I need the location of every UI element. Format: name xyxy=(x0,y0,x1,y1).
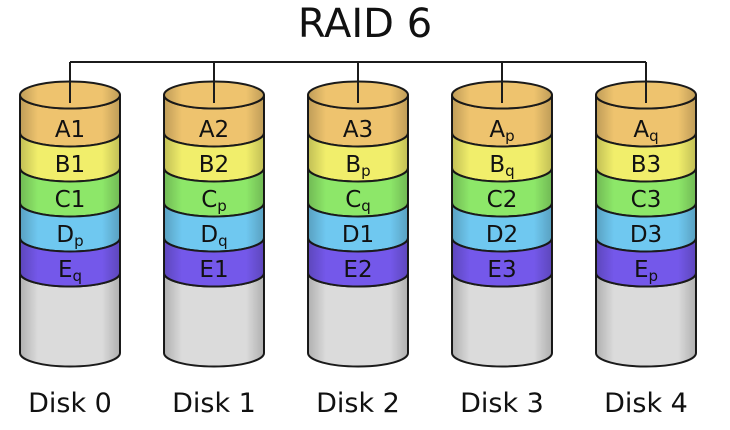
block-label: A3 xyxy=(343,117,373,143)
block-label: A2 xyxy=(199,117,229,143)
block-label: B3 xyxy=(631,152,661,178)
block-label: Dp xyxy=(56,222,83,250)
block-label: Aq xyxy=(633,117,658,145)
block-label: B1 xyxy=(55,152,85,178)
disk-label-0: Disk 0 xyxy=(28,388,112,419)
cylinder-shading xyxy=(596,81,696,367)
block-label: C1 xyxy=(55,187,86,213)
block-label: Cp xyxy=(201,187,227,215)
block-label: D2 xyxy=(486,222,518,248)
bus-connector-lines xyxy=(69,61,647,103)
block-label: C2 xyxy=(487,187,518,213)
block-label: E1 xyxy=(199,257,228,283)
block-label: A1 xyxy=(55,117,85,143)
block-label: D1 xyxy=(342,222,374,248)
block-label: D3 xyxy=(630,222,662,248)
cylinder-shading xyxy=(20,81,120,367)
cylinder-shading xyxy=(452,81,552,367)
diagram-title: RAID 6 xyxy=(297,1,433,47)
block-label: E2 xyxy=(343,257,372,283)
block-label: C3 xyxy=(631,187,662,213)
block-label: Ap xyxy=(489,117,514,145)
block-label: E3 xyxy=(487,257,516,283)
block-label: Bq xyxy=(489,152,514,180)
cylinder-shading xyxy=(164,81,264,367)
block-label: B2 xyxy=(199,152,229,178)
cylinder-shading xyxy=(308,81,408,367)
disk-label-1: Disk 1 xyxy=(172,388,256,419)
disk-label-4: Disk 4 xyxy=(604,388,688,419)
disk-label-2: Disk 2 xyxy=(316,388,400,419)
disk-label-3: Disk 3 xyxy=(460,388,544,419)
